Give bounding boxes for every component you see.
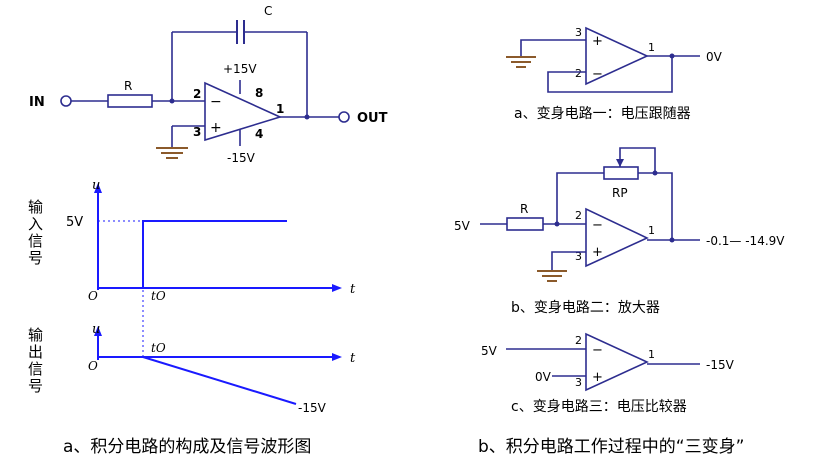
noninverting-sign: + bbox=[592, 34, 603, 49]
input-step-trace bbox=[142, 220, 287, 288]
input-title-char-2: 入 bbox=[28, 215, 43, 233]
input-u-label: u bbox=[92, 178, 100, 193]
caption: c、变身电路三：电压比较器 bbox=[511, 399, 687, 415]
circuit-c-comparator: 5V 0V − + 2 3 1 -15V c、变身电路三：电压比较器 bbox=[481, 332, 735, 415]
out-value: 0V bbox=[706, 50, 723, 64]
wiper-arrow-icon bbox=[616, 159, 624, 167]
in-value: 5V bbox=[454, 219, 471, 233]
pin3-label: 3 bbox=[575, 26, 582, 39]
output-title-char-2: 出 bbox=[28, 343, 43, 361]
output-title-char-1: 输 bbox=[28, 326, 43, 344]
pin2-label: 2 bbox=[193, 87, 201, 101]
input-title-char-3: 信 bbox=[28, 232, 43, 250]
pin3-label: 3 bbox=[575, 250, 582, 263]
feedback-wire-right bbox=[638, 172, 673, 240]
input-title-char-1: 输 bbox=[28, 198, 43, 216]
resistor-r bbox=[506, 217, 544, 231]
right-caption: b、积分电路工作过程中的“三变身” bbox=[478, 437, 744, 457]
feedback-wire-left bbox=[556, 172, 604, 224]
left-caption: a、积分电路的构成及信号波形图 bbox=[63, 437, 311, 457]
output-junction-dot bbox=[669, 237, 675, 243]
input-terminal bbox=[60, 95, 72, 107]
out-label: OUT bbox=[357, 111, 388, 126]
integrator-circuit: IN R C − + 2 3 +15V 8 -15V 4 1 bbox=[29, 4, 388, 165]
pin2-label: 2 bbox=[575, 334, 582, 347]
output-u-label: u bbox=[92, 322, 100, 337]
output-t-label: t bbox=[350, 351, 356, 366]
r-label: R bbox=[520, 202, 528, 216]
resistor-r bbox=[107, 94, 153, 108]
input-t-arrow bbox=[332, 284, 342, 292]
vplus-label: +15V bbox=[223, 62, 257, 76]
input-waveform: 输 入 信 号 u t O 5V tO bbox=[28, 178, 356, 303]
op-amp-triangle bbox=[585, 26, 649, 86]
vneg15-label: -15V bbox=[298, 401, 327, 415]
output-origin-label: O bbox=[88, 359, 98, 373]
vminus-label: -15V bbox=[227, 151, 256, 165]
in-label: IN bbox=[29, 95, 45, 110]
output-title-char-3: 信 bbox=[28, 360, 43, 378]
c-label: C bbox=[264, 4, 272, 18]
caption: a、变身电路一：电压跟随器 bbox=[514, 106, 691, 122]
out-value: -15V bbox=[706, 358, 735, 372]
output-title-char-4: 号 bbox=[28, 377, 43, 395]
input-t0-label: tO bbox=[151, 289, 166, 303]
pin1-label: 1 bbox=[648, 224, 655, 237]
noninverting-to-ground-wire bbox=[551, 251, 586, 270]
pin2-label: 2 bbox=[575, 209, 582, 222]
noninverting-to-ground-wire bbox=[520, 39, 586, 56]
pin2-label: 2 bbox=[575, 67, 582, 80]
output-junction-dot bbox=[304, 114, 310, 120]
input-t-label: t bbox=[350, 282, 356, 297]
in2-value: 5V bbox=[481, 344, 498, 358]
r-label: R bbox=[124, 79, 132, 93]
caption: b、变身电路二：放大器 bbox=[511, 300, 660, 316]
pin1-label: 1 bbox=[648, 348, 655, 361]
pin8-label: 8 bbox=[255, 86, 263, 100]
noninverting-sign: + bbox=[210, 120, 222, 136]
inverting-sign: − bbox=[592, 67, 603, 82]
ground-icon bbox=[537, 270, 567, 282]
output-u-arrow bbox=[94, 326, 102, 336]
pin3-label: 3 bbox=[575, 376, 582, 389]
v5-label: 5V bbox=[66, 215, 83, 230]
input-origin-label: O bbox=[88, 289, 98, 303]
op-amp-triangle bbox=[585, 207, 649, 268]
op-amp-triangle bbox=[585, 332, 649, 392]
wiper-wire bbox=[619, 147, 656, 173]
inverting-sign: − bbox=[210, 94, 222, 110]
pin3-label: 3 bbox=[193, 125, 201, 139]
circuit-b-amplifier: 5V R RP − + 2 3 1 -0.1— -14.9V b、变身电路二：放… bbox=[454, 147, 785, 316]
noninverting-sign: + bbox=[592, 245, 603, 260]
pin1-label: 1 bbox=[648, 41, 655, 54]
pin4-label: 4 bbox=[255, 127, 263, 141]
output-terminal bbox=[338, 111, 350, 123]
ground-icon bbox=[156, 147, 188, 159]
circuit-a-voltage-follower: + − 3 2 1 0V a、变身电路一：电压跟随器 bbox=[506, 26, 723, 122]
out-value: -0.1— -14.9V bbox=[706, 234, 785, 248]
output-ramp-trace bbox=[142, 356, 297, 405]
pin1-label: 1 bbox=[276, 102, 284, 116]
op-amp-triangle bbox=[204, 81, 283, 142]
rp-label: RP bbox=[612, 186, 628, 200]
output-t-arrow bbox=[332, 353, 342, 361]
inverting-sign: − bbox=[592, 218, 603, 233]
in3-value: 0V bbox=[535, 370, 552, 384]
input-title-char-4: 号 bbox=[28, 249, 43, 267]
ground-icon bbox=[506, 56, 536, 68]
noninverting-sign: + bbox=[592, 370, 603, 385]
inverting-sign: − bbox=[592, 343, 603, 358]
output-waveform: 输 出 信 号 u t O tO -15V bbox=[28, 290, 356, 415]
output-t0-label: tO bbox=[151, 341, 166, 355]
rp-junction-dot bbox=[652, 170, 658, 176]
input-u-arrow bbox=[94, 183, 102, 193]
feedback-wire bbox=[547, 56, 673, 93]
potentiometer-rp bbox=[603, 166, 639, 180]
